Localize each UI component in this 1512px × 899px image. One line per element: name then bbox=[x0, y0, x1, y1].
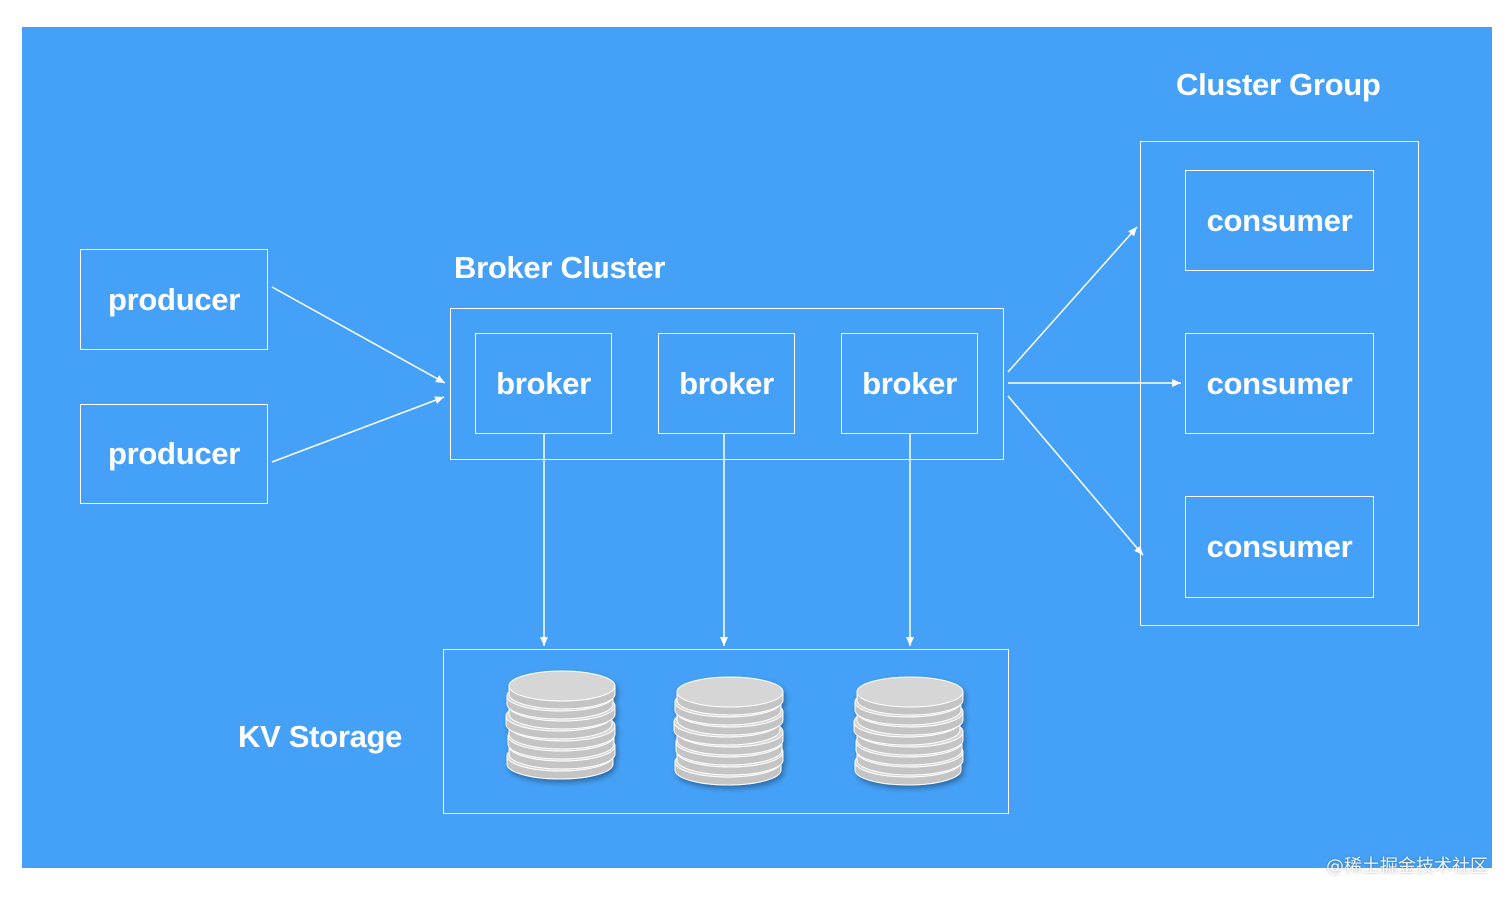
producer-box: producer bbox=[80, 404, 268, 504]
broker-box: broker bbox=[475, 333, 612, 434]
producer-box: producer bbox=[80, 249, 268, 350]
arrow-producer1-to-brokers bbox=[271, 286, 446, 384]
database-stack-icon bbox=[673, 676, 784, 786]
database-stack-icon bbox=[853, 676, 964, 786]
broker-cluster-title: Broker Cluster bbox=[454, 250, 666, 285]
kv-storage-frame bbox=[443, 649, 1009, 814]
broker-cluster-frame bbox=[450, 308, 1004, 460]
arrow-producer2-to-brokers bbox=[271, 396, 445, 463]
arrow-brokers-to-consumer3 bbox=[1007, 395, 1144, 556]
consumer-box: consumer bbox=[1185, 170, 1374, 271]
cluster-group-title: Cluster Group bbox=[1176, 67, 1381, 102]
broker-box: broker bbox=[841, 333, 978, 434]
kv-storage-title: KV Storage bbox=[238, 719, 403, 754]
consumer-box: consumer bbox=[1185, 333, 1374, 434]
database-stack-icon bbox=[505, 670, 616, 780]
broker-box: broker bbox=[658, 333, 795, 434]
consumer-box: consumer bbox=[1185, 496, 1374, 598]
arrow-brokers-to-consumer1 bbox=[1007, 226, 1138, 373]
cluster-group-frame bbox=[1140, 141, 1419, 626]
watermark: @稀土掘金技术社区 bbox=[1326, 856, 1488, 877]
